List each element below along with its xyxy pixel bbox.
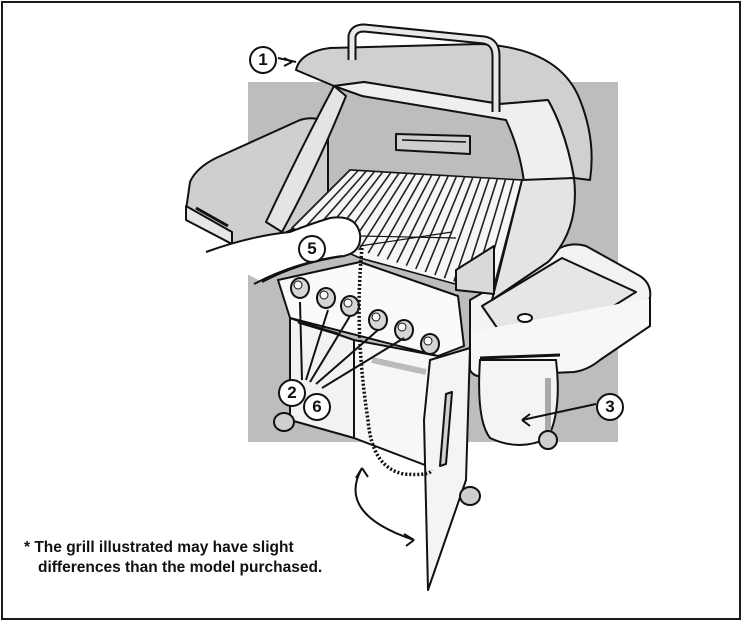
control-knob-cap	[319, 290, 329, 300]
control-knob-cap	[371, 312, 381, 322]
control-knobs	[290, 277, 440, 355]
casters	[273, 412, 558, 506]
callout-3: 3	[596, 393, 624, 421]
callout-1: 1	[249, 46, 277, 74]
grate-bar	[396, 174, 441, 263]
cabinet-door	[423, 347, 471, 591]
footnote: * The grill illustrated may have slight …	[24, 538, 384, 578]
footnote-line-1: * The grill illustrated may have slight	[24, 539, 294, 556]
grate-bar	[291, 169, 351, 229]
grate-bar	[415, 175, 458, 270]
firebox-right	[455, 177, 576, 301]
callout-5: 5	[298, 235, 326, 263]
control-knob-cap	[423, 336, 433, 346]
grate-bar	[386, 174, 433, 260]
grate-bar	[405, 175, 450, 267]
footnote-line-2: differences than the model purchased.	[38, 559, 323, 576]
hand-arm	[205, 216, 457, 285]
callout-2: 2	[278, 379, 306, 407]
callout-6: 6	[303, 393, 331, 421]
grate-bar	[424, 176, 466, 273]
control-knob-cap	[293, 280, 303, 290]
control-knob-cap	[343, 298, 353, 308]
grate-bar	[453, 177, 490, 282]
control-knob-cap	[397, 322, 407, 332]
propane-tank	[478, 359, 559, 446]
grate-bar	[443, 177, 482, 279]
grate-bar	[367, 173, 417, 254]
grate-bar	[358, 172, 408, 251]
grate-bar	[300, 169, 359, 232]
grate-bar	[434, 176, 474, 276]
leader-lines	[277, 57, 597, 547]
lighting-cable	[357, 247, 434, 477]
right-side-table	[469, 243, 652, 378]
